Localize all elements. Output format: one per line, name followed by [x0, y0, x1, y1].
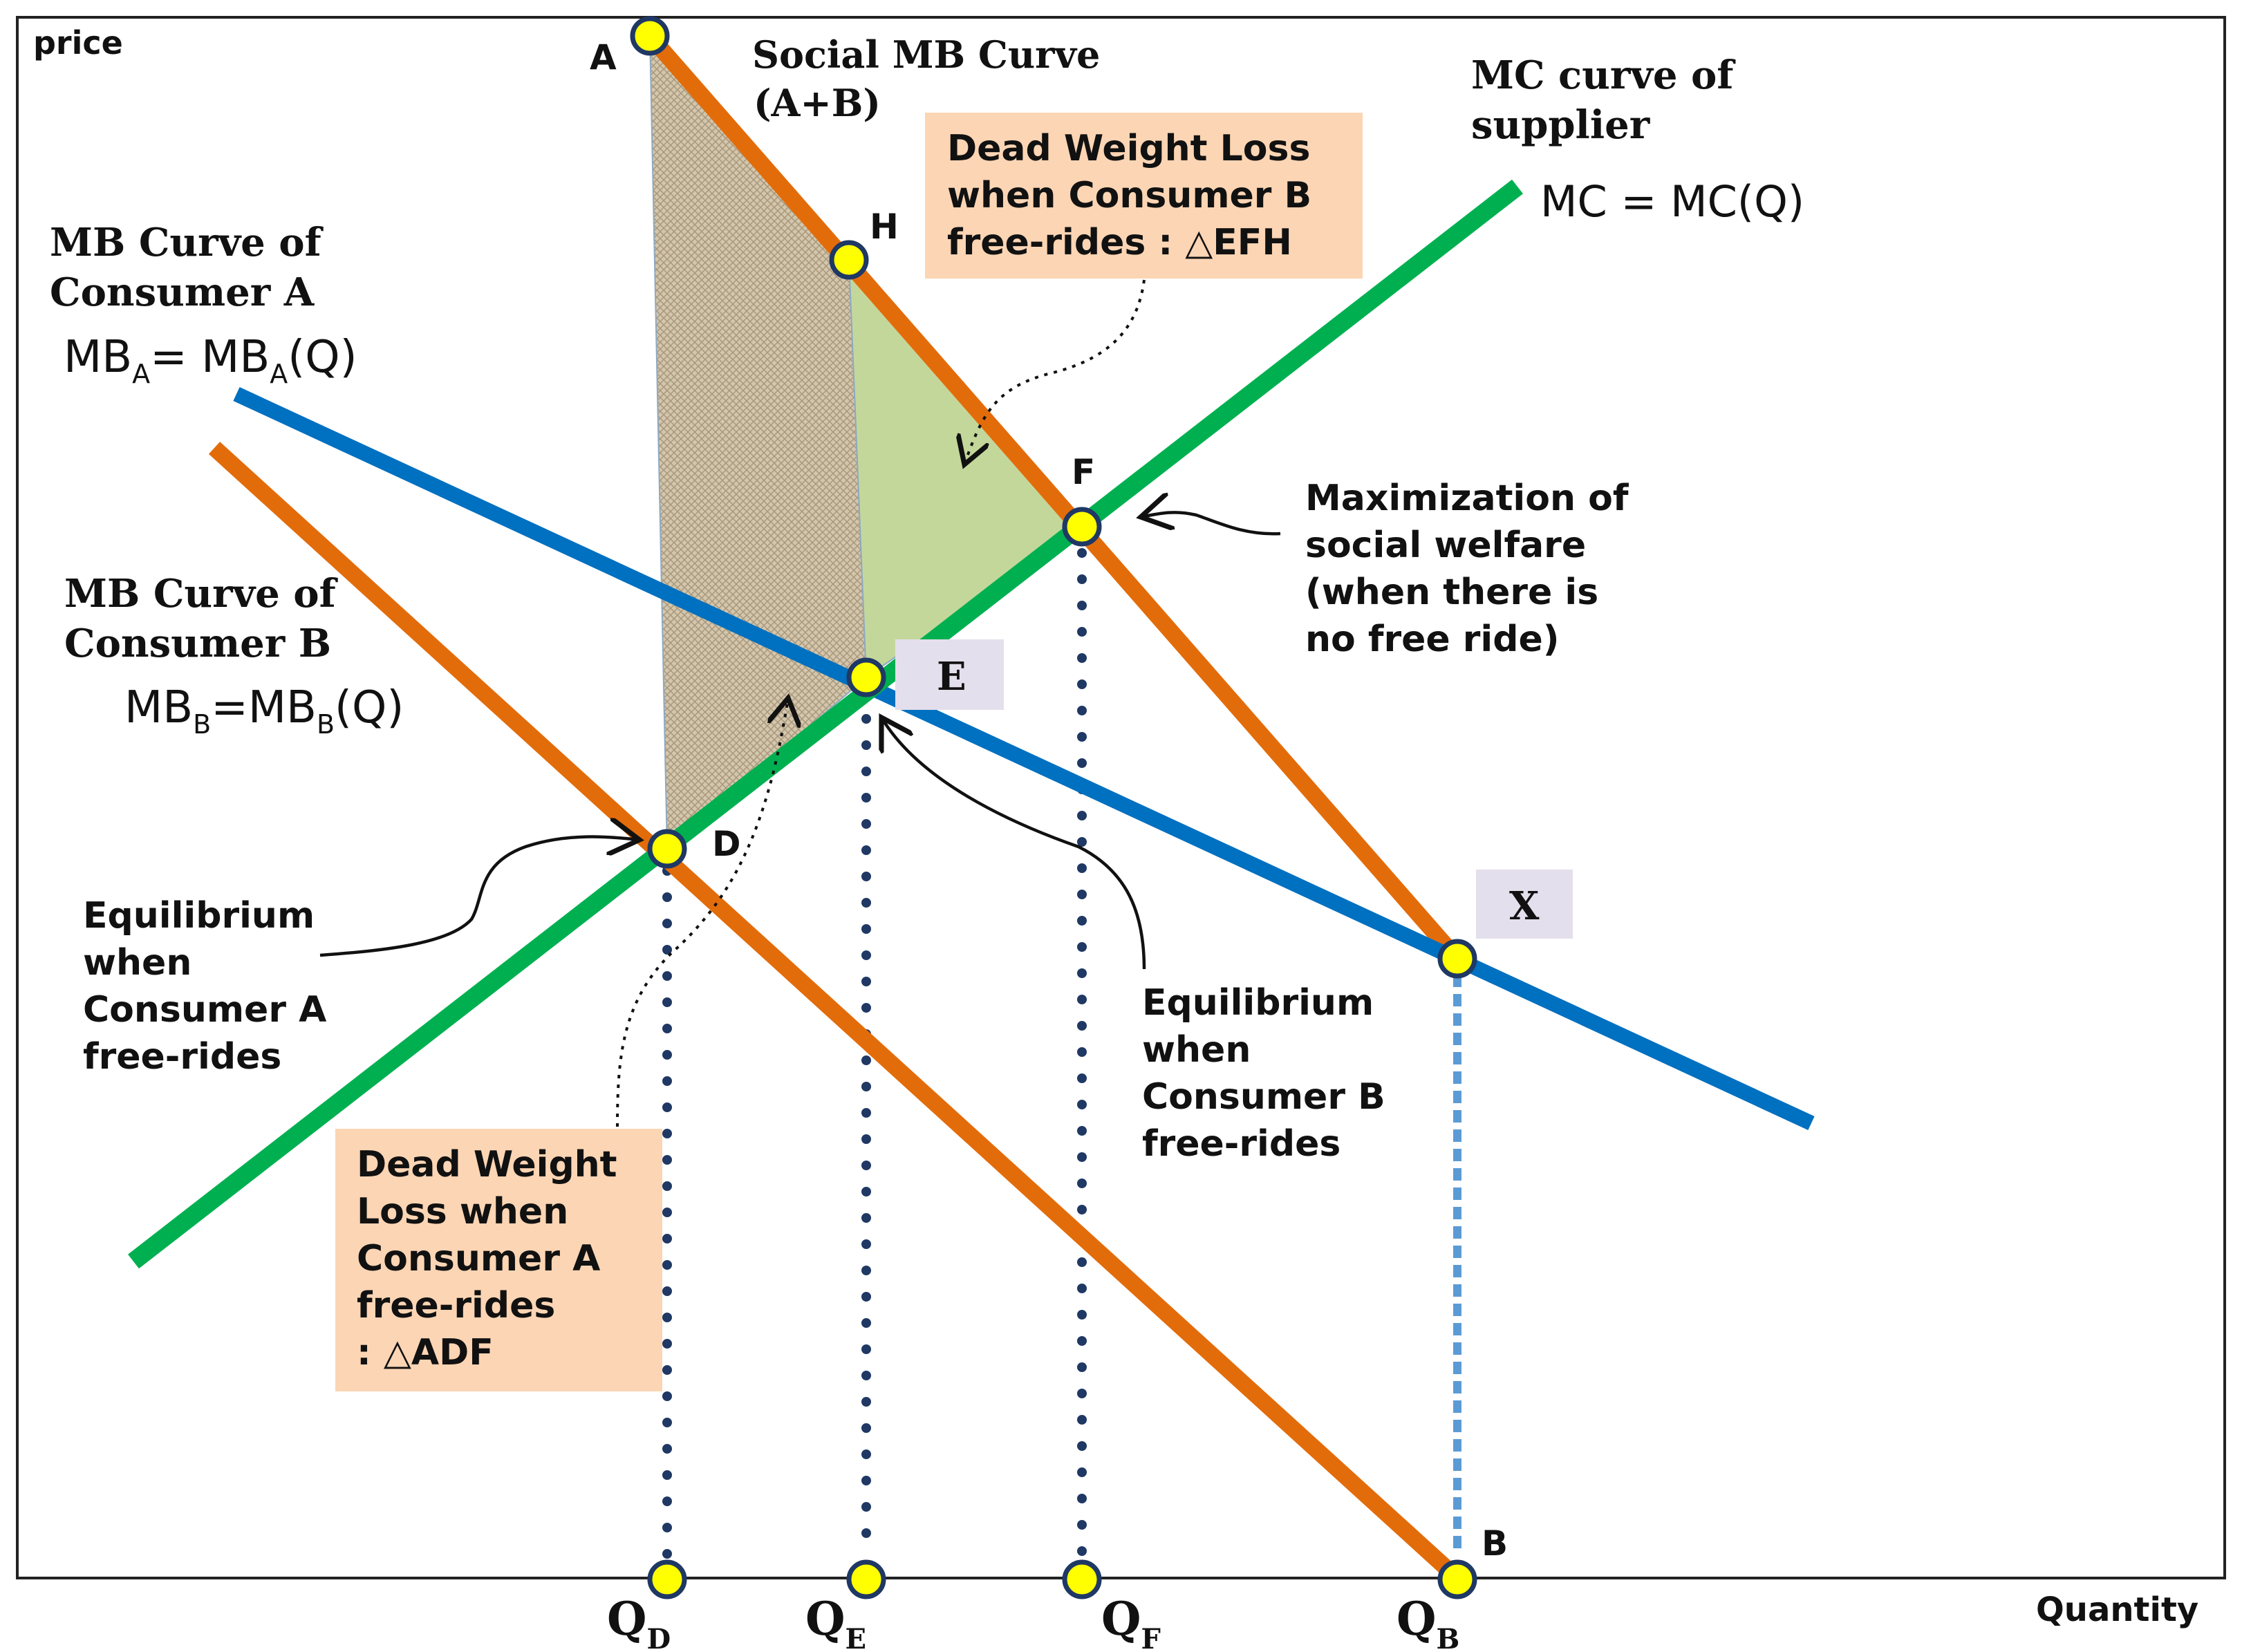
point-qe-marker: [846, 1559, 886, 1599]
points-group: [630, 16, 1477, 1599]
arrow-dwl-a: [616, 698, 788, 1127]
mc-curve: [128, 179, 1523, 1269]
social-mb-curve: [643, 30, 1464, 964]
point-h-label: H: [870, 207, 899, 247]
point-h-marker: [829, 240, 869, 280]
plot-frame: [16, 16, 2226, 1579]
point-d-label: D: [712, 824, 741, 864]
arrow-eq-a: [319, 837, 639, 957]
point-f-marker: [1062, 507, 1102, 547]
dwl-b-callout-box: [925, 113, 1363, 279]
mb-curve-consumer-b: [208, 442, 1464, 1584]
point-e-marker: [846, 657, 886, 697]
mb-b-equation: MBB=MBB(Q): [124, 682, 404, 740]
mb-a-equation: MBA= MBA(Q): [64, 332, 357, 389]
qd-label: QD: [607, 1592, 671, 1652]
x-axis-label: Quantity: [2036, 1590, 2198, 1629]
point-qb-marker: [1437, 1559, 1477, 1599]
point-e-label-box: [895, 639, 1004, 710]
qb-label: QB: [1396, 1592, 1459, 1652]
point-f-label: F: [1072, 452, 1095, 492]
point-qf-marker: [1062, 1559, 1102, 1599]
point-d-marker: [647, 829, 687, 869]
qf-label: QF: [1101, 1592, 1161, 1652]
dwl-a-callout-box: [335, 1129, 662, 1391]
point-a-marker: [630, 16, 670, 56]
point-qd-marker: [647, 1559, 687, 1599]
mc-equation: MC = MC(Q): [1540, 176, 1804, 227]
arrow-max-welfare: [1141, 512, 1281, 536]
point-a-label: A: [590, 37, 617, 77]
arrow-eq-b: [881, 717, 1146, 970]
y-axis-label: price: [33, 24, 123, 62]
mb-curve-consumer-a: [233, 387, 1815, 1130]
point-x-label: X: [1509, 883, 1540, 929]
social-mb-title: Social MB Curve(A+B): [752, 32, 1100, 125]
point-x-marker: [1437, 939, 1477, 979]
point-e-label: E: [937, 654, 966, 700]
qe-label: QE: [805, 1592, 866, 1652]
point-b-label: B: [1482, 1523, 1508, 1564]
point-x-label-box: [1476, 870, 1573, 939]
